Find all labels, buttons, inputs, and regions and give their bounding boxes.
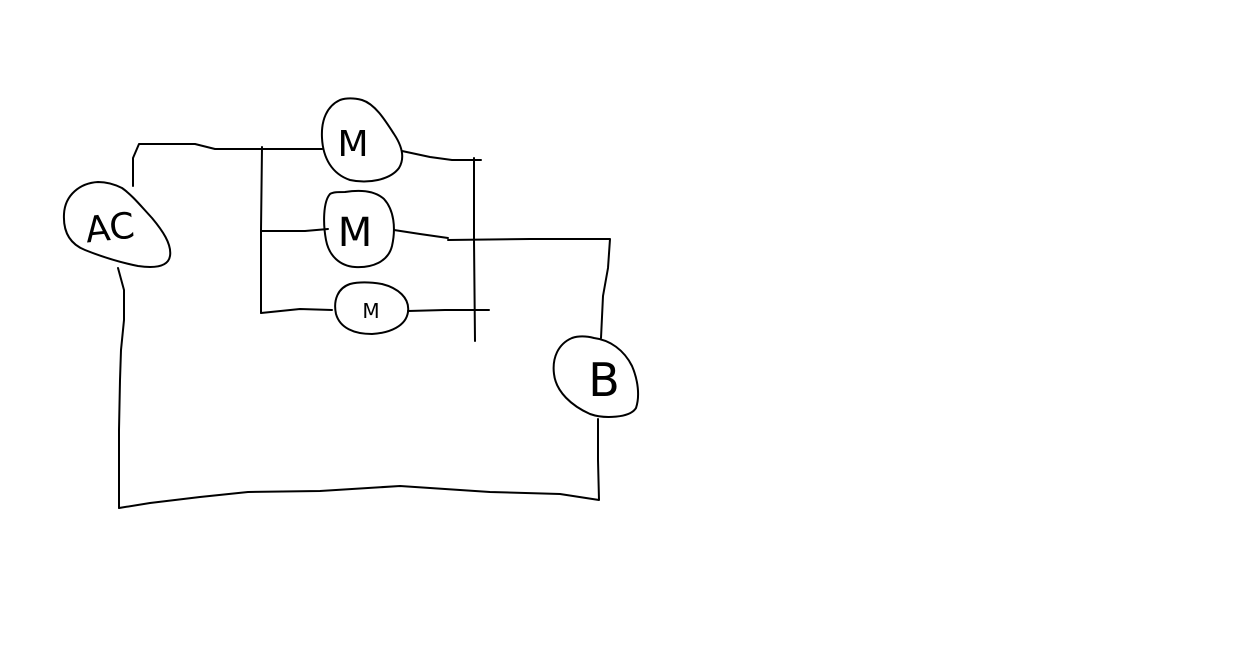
- wire-battery-bottom: [118, 418, 600, 509]
- motor-2-label: M: [338, 210, 373, 256]
- motor-3: M: [334, 281, 410, 335]
- motor-3-outline: [334, 281, 410, 335]
- wire-motor-1-out: [401, 150, 482, 161]
- wire-motor-3-out: [407, 309, 490, 312]
- motor-3-label: M: [362, 299, 379, 323]
- motor-2: M: [323, 189, 395, 269]
- battery: B: [552, 335, 640, 418]
- battery-outline: [552, 335, 640, 418]
- wire-motor-2-out: [393, 229, 449, 239]
- ac-source-label: AC: [83, 206, 136, 252]
- motor-2-outline: [323, 189, 395, 269]
- motor-1-outline: [320, 97, 404, 183]
- ac-source: AC: [62, 181, 172, 268]
- wire-ac-bottom: [117, 267, 125, 509]
- wire-ac-top: [132, 143, 263, 187]
- wire-bus-to-motor-2: [260, 228, 329, 232]
- wire-bus-to-battery: [447, 238, 611, 339]
- wire-bus-to-motor-3: [260, 308, 333, 314]
- battery-label: B: [588, 353, 620, 407]
- motor-1: M: [320, 97, 404, 183]
- motor-1-label: M: [337, 124, 368, 165]
- wires: [117, 143, 611, 509]
- ac-source-outline: [62, 181, 172, 268]
- right-bus-bar: [473, 157, 476, 342]
